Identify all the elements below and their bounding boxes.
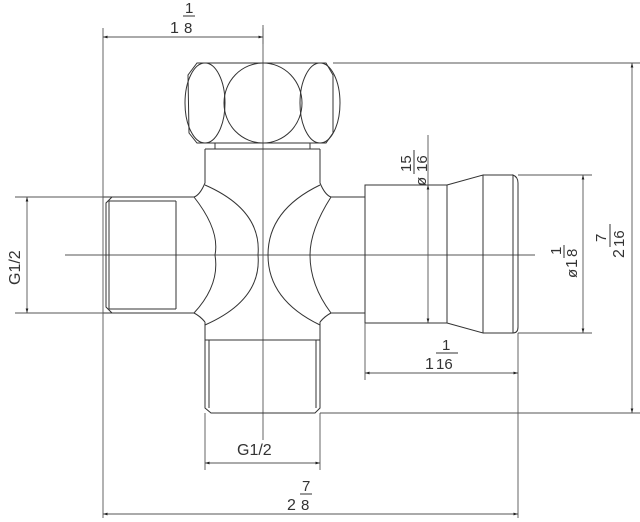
dim-denominator: 8 <box>184 20 192 37</box>
left-thread <box>105 196 177 314</box>
dim-outlet-diameter-prefix: ø <box>413 177 430 186</box>
svg-text:16: 16 <box>611 230 628 247</box>
svg-text:1: 1 <box>564 259 581 268</box>
dim-top-width: 1 1 8 <box>170 0 195 37</box>
bottom-thread <box>204 339 321 414</box>
dim-outlet-outer-diameter: ø 1 1 8 <box>548 245 581 278</box>
svg-text:2: 2 <box>287 497 296 514</box>
svg-text:ø: ø <box>564 269 581 278</box>
svg-text:7: 7 <box>593 234 610 242</box>
dim-numerator: 15 <box>398 155 415 172</box>
svg-text:7: 7 <box>302 478 310 495</box>
svg-text:1: 1 <box>442 337 450 354</box>
valve-body <box>103 149 332 340</box>
svg-text:2: 2 <box>611 249 628 258</box>
svg-text:1: 1 <box>425 356 434 373</box>
svg-text:8: 8 <box>564 249 581 257</box>
dim-left-thread: G1/2 <box>7 250 24 285</box>
right-outlet <box>331 174 519 334</box>
dim-bottom-thread: G1/2 <box>237 442 272 459</box>
svg-text:1: 1 <box>548 247 565 255</box>
svg-text:16: 16 <box>436 356 453 373</box>
dim-total-height: 2 7 16 <box>593 224 628 258</box>
dim-denominator: 16 <box>414 155 431 172</box>
handle-nut <box>184 62 341 150</box>
centerlines <box>65 25 535 440</box>
dim-numerator: 1 <box>185 0 193 17</box>
svg-text:8: 8 <box>301 497 309 514</box>
dimension-lines <box>25 28 634 516</box>
dim-outlet-length: 1 1 16 <box>425 337 458 373</box>
svg-text:G1/2: G1/2 <box>237 442 272 459</box>
dim-outlet-diameter: 15 16 <box>398 150 431 174</box>
svg-text:ø: ø <box>413 177 430 186</box>
svg-text:G1/2: G1/2 <box>7 250 24 285</box>
dim-total-width: 2 7 8 <box>287 478 312 514</box>
dim-whole: 1 <box>170 20 179 37</box>
extension-lines <box>15 28 640 518</box>
